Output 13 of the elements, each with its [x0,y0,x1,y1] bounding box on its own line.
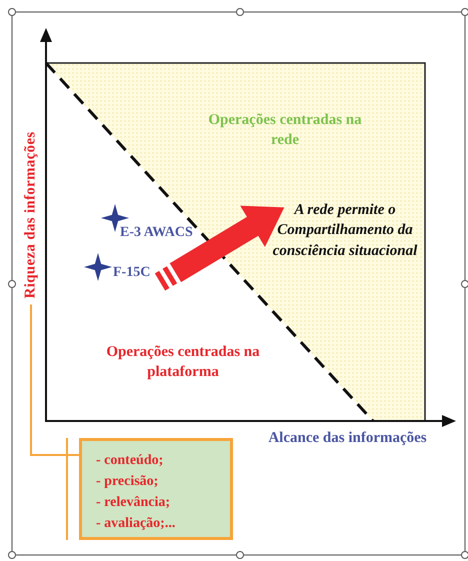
criteria-box [79,438,233,540]
list-item: - relevância; [96,494,171,512]
region-label: Alcance das informações [267,429,428,448]
axis-title: Riqueza das informações [22,132,40,298]
region-label: E-3 AWACS [120,224,194,242]
list-item: - precisão; [96,473,160,491]
region-label: A rede permite o Compartilhamento da consciência situacional [272,201,418,260]
region-label: F-15C [113,264,152,282]
region-label: Operações centradas na rede [207,111,363,150]
list-item: - conteúdo; [96,452,164,470]
region-label: Operações centradas na plataforma [105,343,261,382]
leader-line [30,304,79,456]
list-item: - avaliação;... [96,515,176,533]
